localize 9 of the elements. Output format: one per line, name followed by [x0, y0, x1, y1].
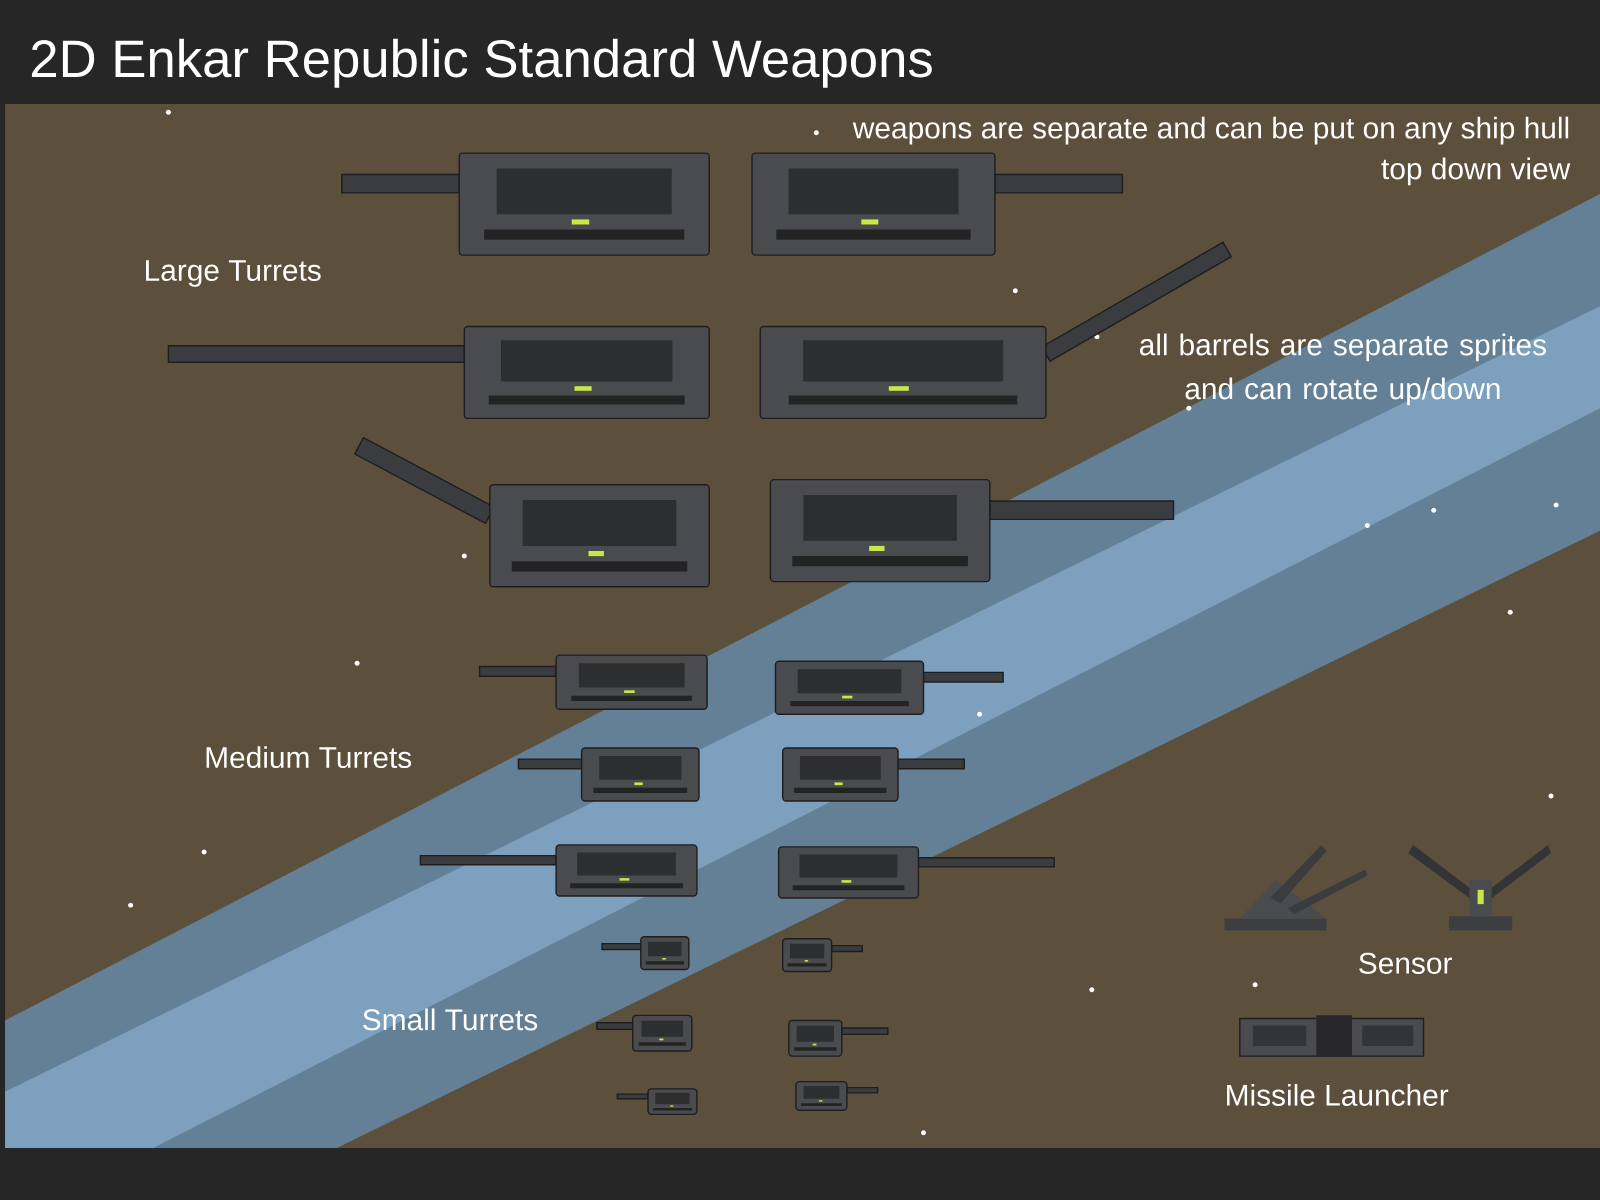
- label-text: Large Turrets: [146, 260, 321, 287]
- label-text: all barrels are separate sprites and can rotate up/down: [1139, 333, 1546, 406]
- title: 2D Enkar Republic Standard Weapons: [31, 38, 932, 88]
- label-text: Small Turrets: [363, 1008, 538, 1031]
- label-text: Missile Launcher: [1227, 1083, 1449, 1106]
- label-text: weapons are separate and can be put on any ship hull: [852, 116, 1569, 145]
- label-text: Sensor: [1359, 952, 1452, 974]
- label-text: top down view: [1381, 157, 1571, 186]
- label-text: Medium Turrets: [206, 746, 412, 769]
